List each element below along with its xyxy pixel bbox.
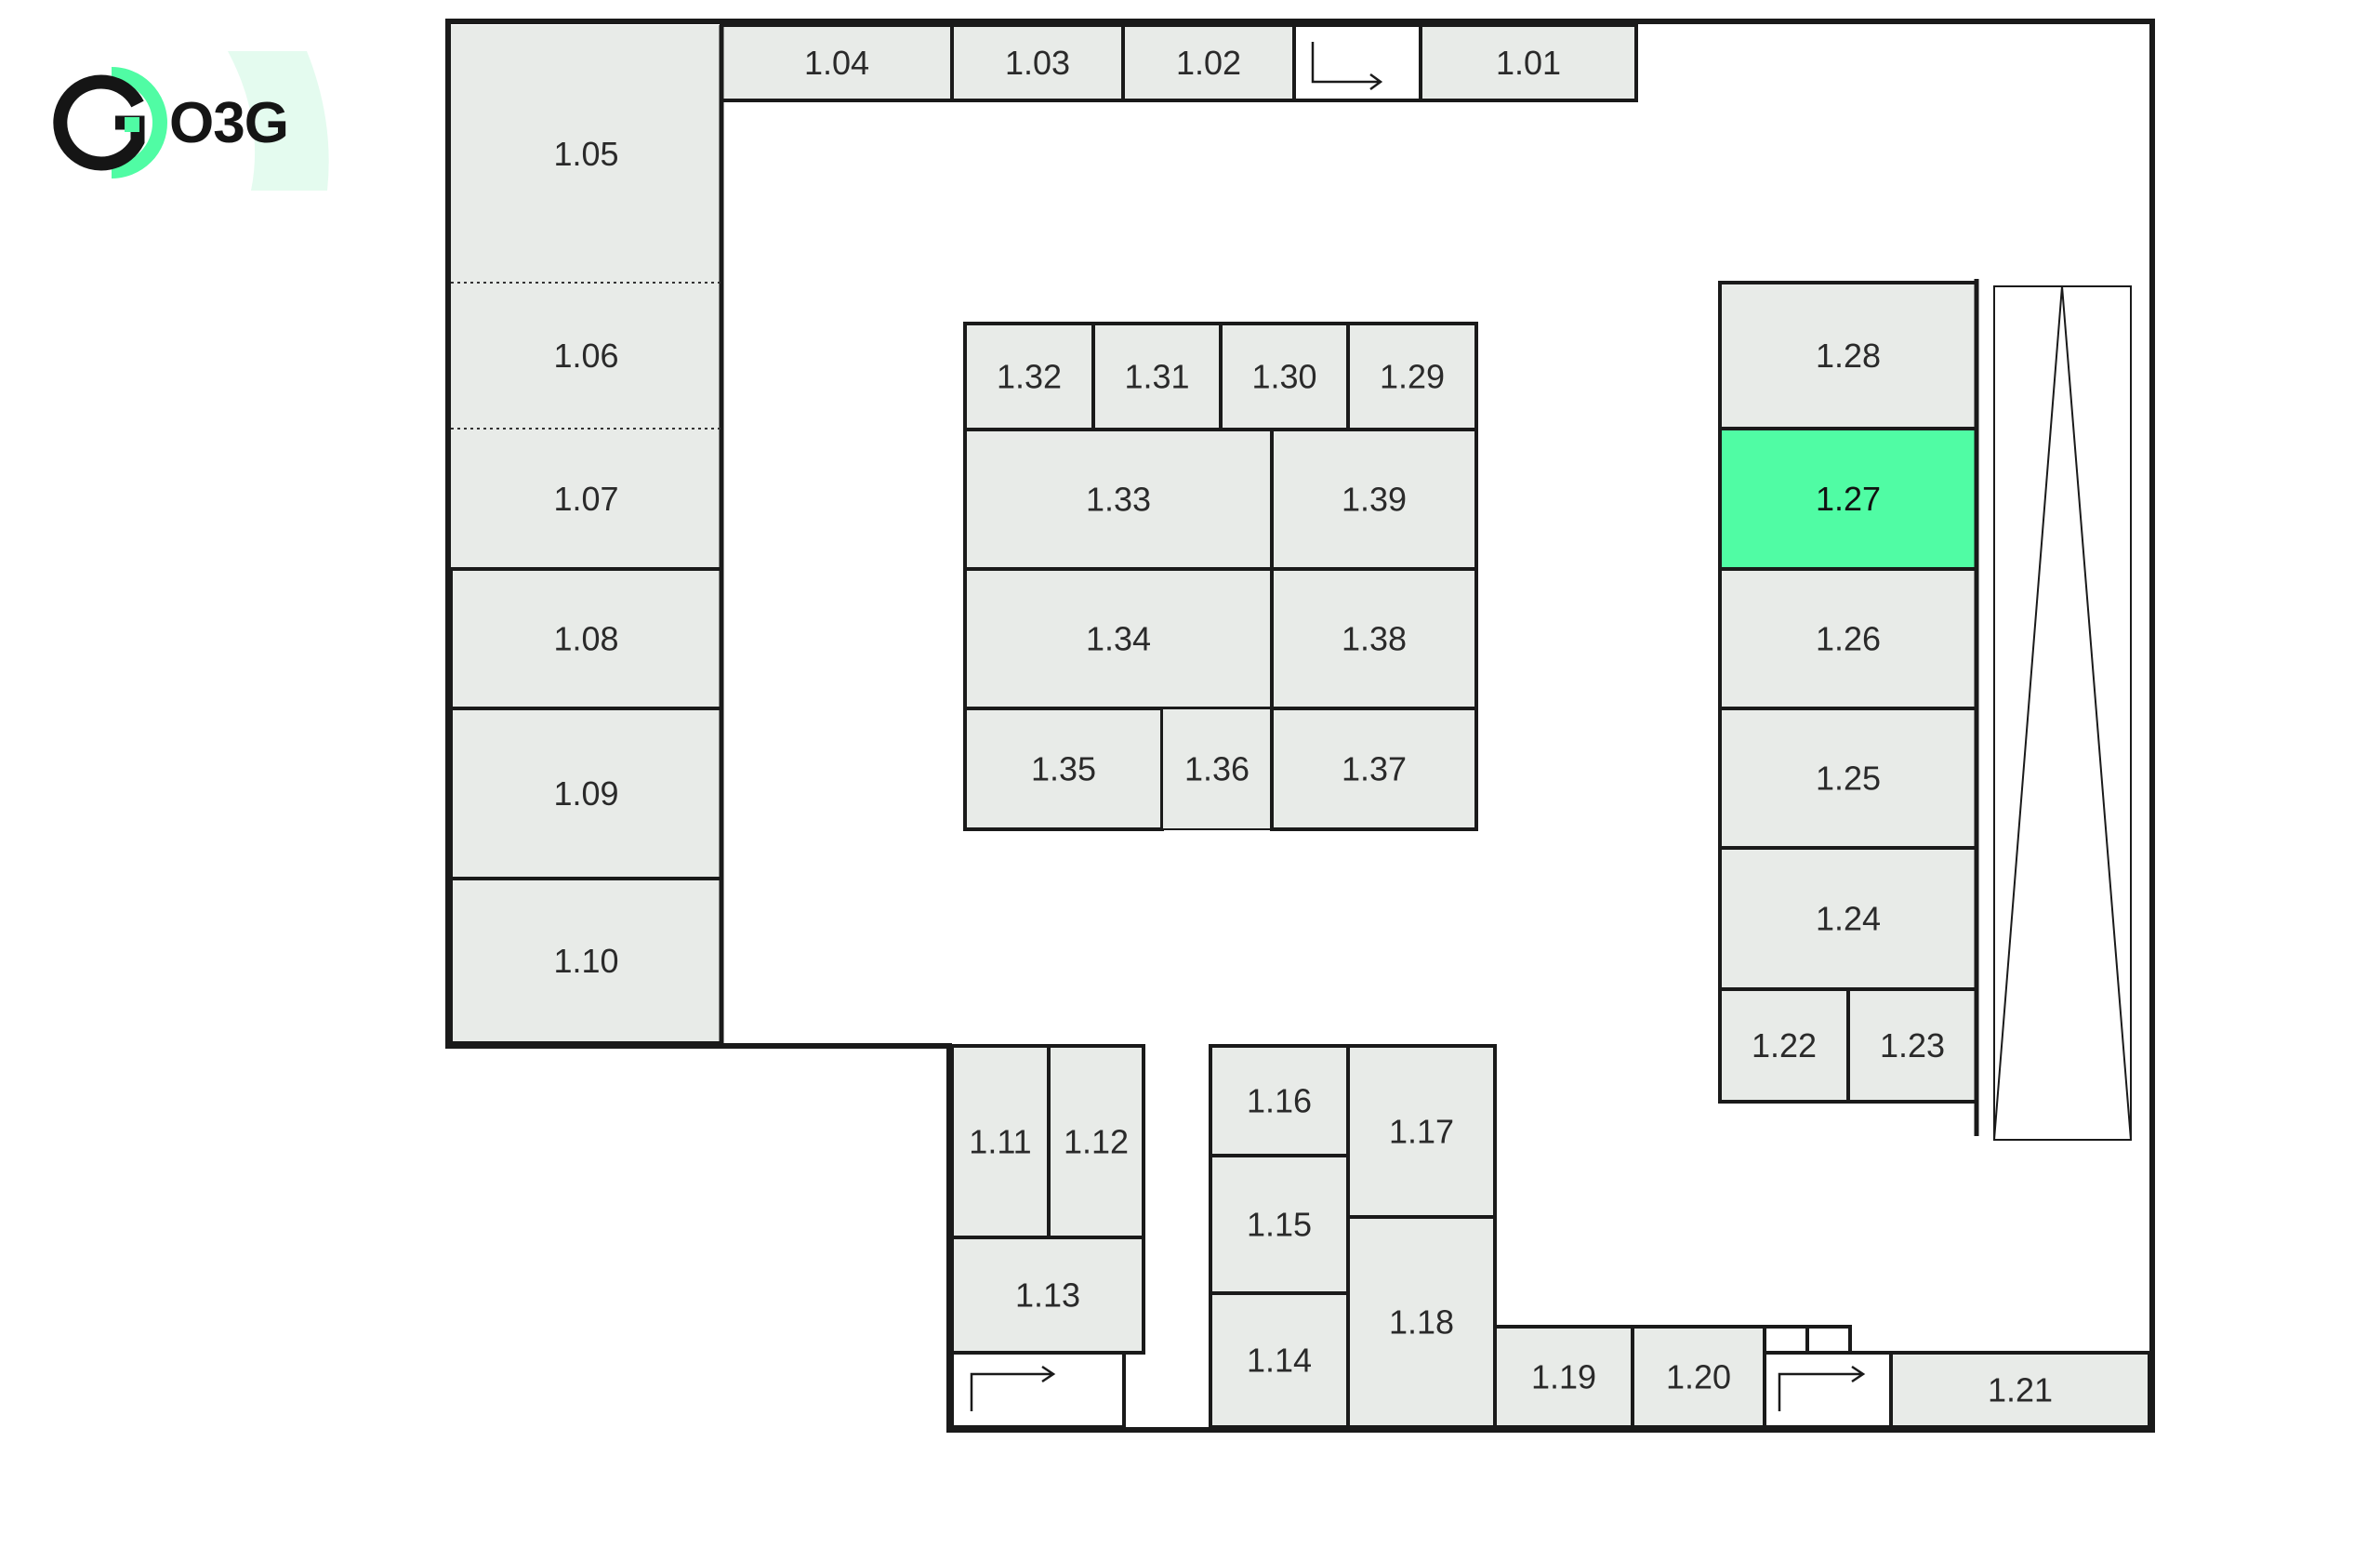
room-1-17[interactable] (1346, 1044, 1497, 1219)
room-1-27[interactable] (1718, 427, 1978, 571)
room-1-19[interactable] (1493, 1325, 1634, 1429)
room-1-29[interactable] (1346, 322, 1478, 431)
room-1-12[interactable] (1047, 1044, 1145, 1239)
ramp-outline (1993, 285, 2132, 1141)
room-1-04[interactable] (720, 23, 954, 102)
room-1-37[interactable] (1270, 707, 1478, 831)
room-1-14[interactable] (1209, 1291, 1350, 1429)
room-1-09[interactable] (449, 707, 723, 880)
stairs-arrow-icon (1311, 42, 1383, 91)
rooms-bottom-center (1209, 1044, 1497, 1429)
room-1-36[interactable] (1161, 707, 1273, 830)
ramp-lines (1993, 285, 2132, 1141)
room-1-22[interactable] (1718, 987, 1850, 1104)
logo-ring-arc (111, 67, 167, 178)
brand-name: O3G (169, 91, 288, 155)
rooms-bottom-right (1493, 1325, 2151, 1429)
room-1-28[interactable] (1718, 281, 1978, 430)
room-1-23[interactable] (1846, 987, 1978, 1104)
room-1-20[interactable] (1631, 1325, 1766, 1429)
room-1-06[interactable] (451, 283, 721, 429)
stairs-bottom-right-small-a (1763, 1325, 1809, 1355)
room-1-35[interactable] (963, 707, 1164, 831)
room-1-31[interactable] (1091, 322, 1223, 431)
room-1-18[interactable] (1346, 1215, 1497, 1429)
room-1-08[interactable] (449, 567, 723, 710)
room-1-24[interactable] (1718, 846, 1978, 991)
room-1-38[interactable] (1270, 567, 1478, 710)
rooms-center-block (963, 322, 1478, 831)
logo-accent-shape (228, 51, 329, 191)
stairs-top (1292, 23, 1422, 102)
room-1-07[interactable] (451, 429, 721, 569)
stairs-arrow-icon (970, 1365, 1056, 1411)
brand-logo: O3G (53, 51, 329, 191)
room-1-03[interactable] (950, 23, 1125, 102)
rooms-bottom-left (950, 1044, 1145, 1429)
building-outer-wall (445, 19, 2155, 1433)
room-1-10[interactable] (449, 877, 723, 1045)
logo-g-mark (53, 74, 145, 171)
stairs-bottom-right-small-b (1805, 1325, 1852, 1355)
room-1-01[interactable] (1419, 23, 1638, 102)
room-1-25[interactable] (1718, 707, 1978, 850)
room-1-16[interactable] (1209, 1044, 1350, 1157)
stairs-bottom-right (1763, 1351, 1893, 1429)
room-1-15[interactable] (1209, 1154, 1350, 1295)
room-1-21[interactable] (1889, 1351, 2151, 1429)
room-1-05[interactable] (451, 25, 721, 283)
room-1-30[interactable] (1219, 322, 1350, 431)
room-1-32[interactable] (963, 322, 1095, 431)
room-1-26[interactable] (1718, 567, 1978, 710)
stairs-bottom-left (950, 1351, 1126, 1429)
room-1-02[interactable] (1121, 23, 1296, 102)
rooms-top-row (720, 23, 1638, 102)
ramp (1993, 285, 2132, 1141)
logo-g-accent (125, 117, 139, 132)
room-1-34[interactable] (963, 567, 1274, 710)
room-1-33[interactable] (963, 428, 1274, 571)
room-1-11[interactable] (950, 1044, 1051, 1239)
room-1-13[interactable] (950, 1236, 1145, 1355)
room-1-39[interactable] (1270, 428, 1478, 571)
stairs-arrow-icon (1778, 1365, 1866, 1411)
rooms-right-column (1718, 279, 1979, 1136)
rooms-left-column (449, 25, 724, 1046)
